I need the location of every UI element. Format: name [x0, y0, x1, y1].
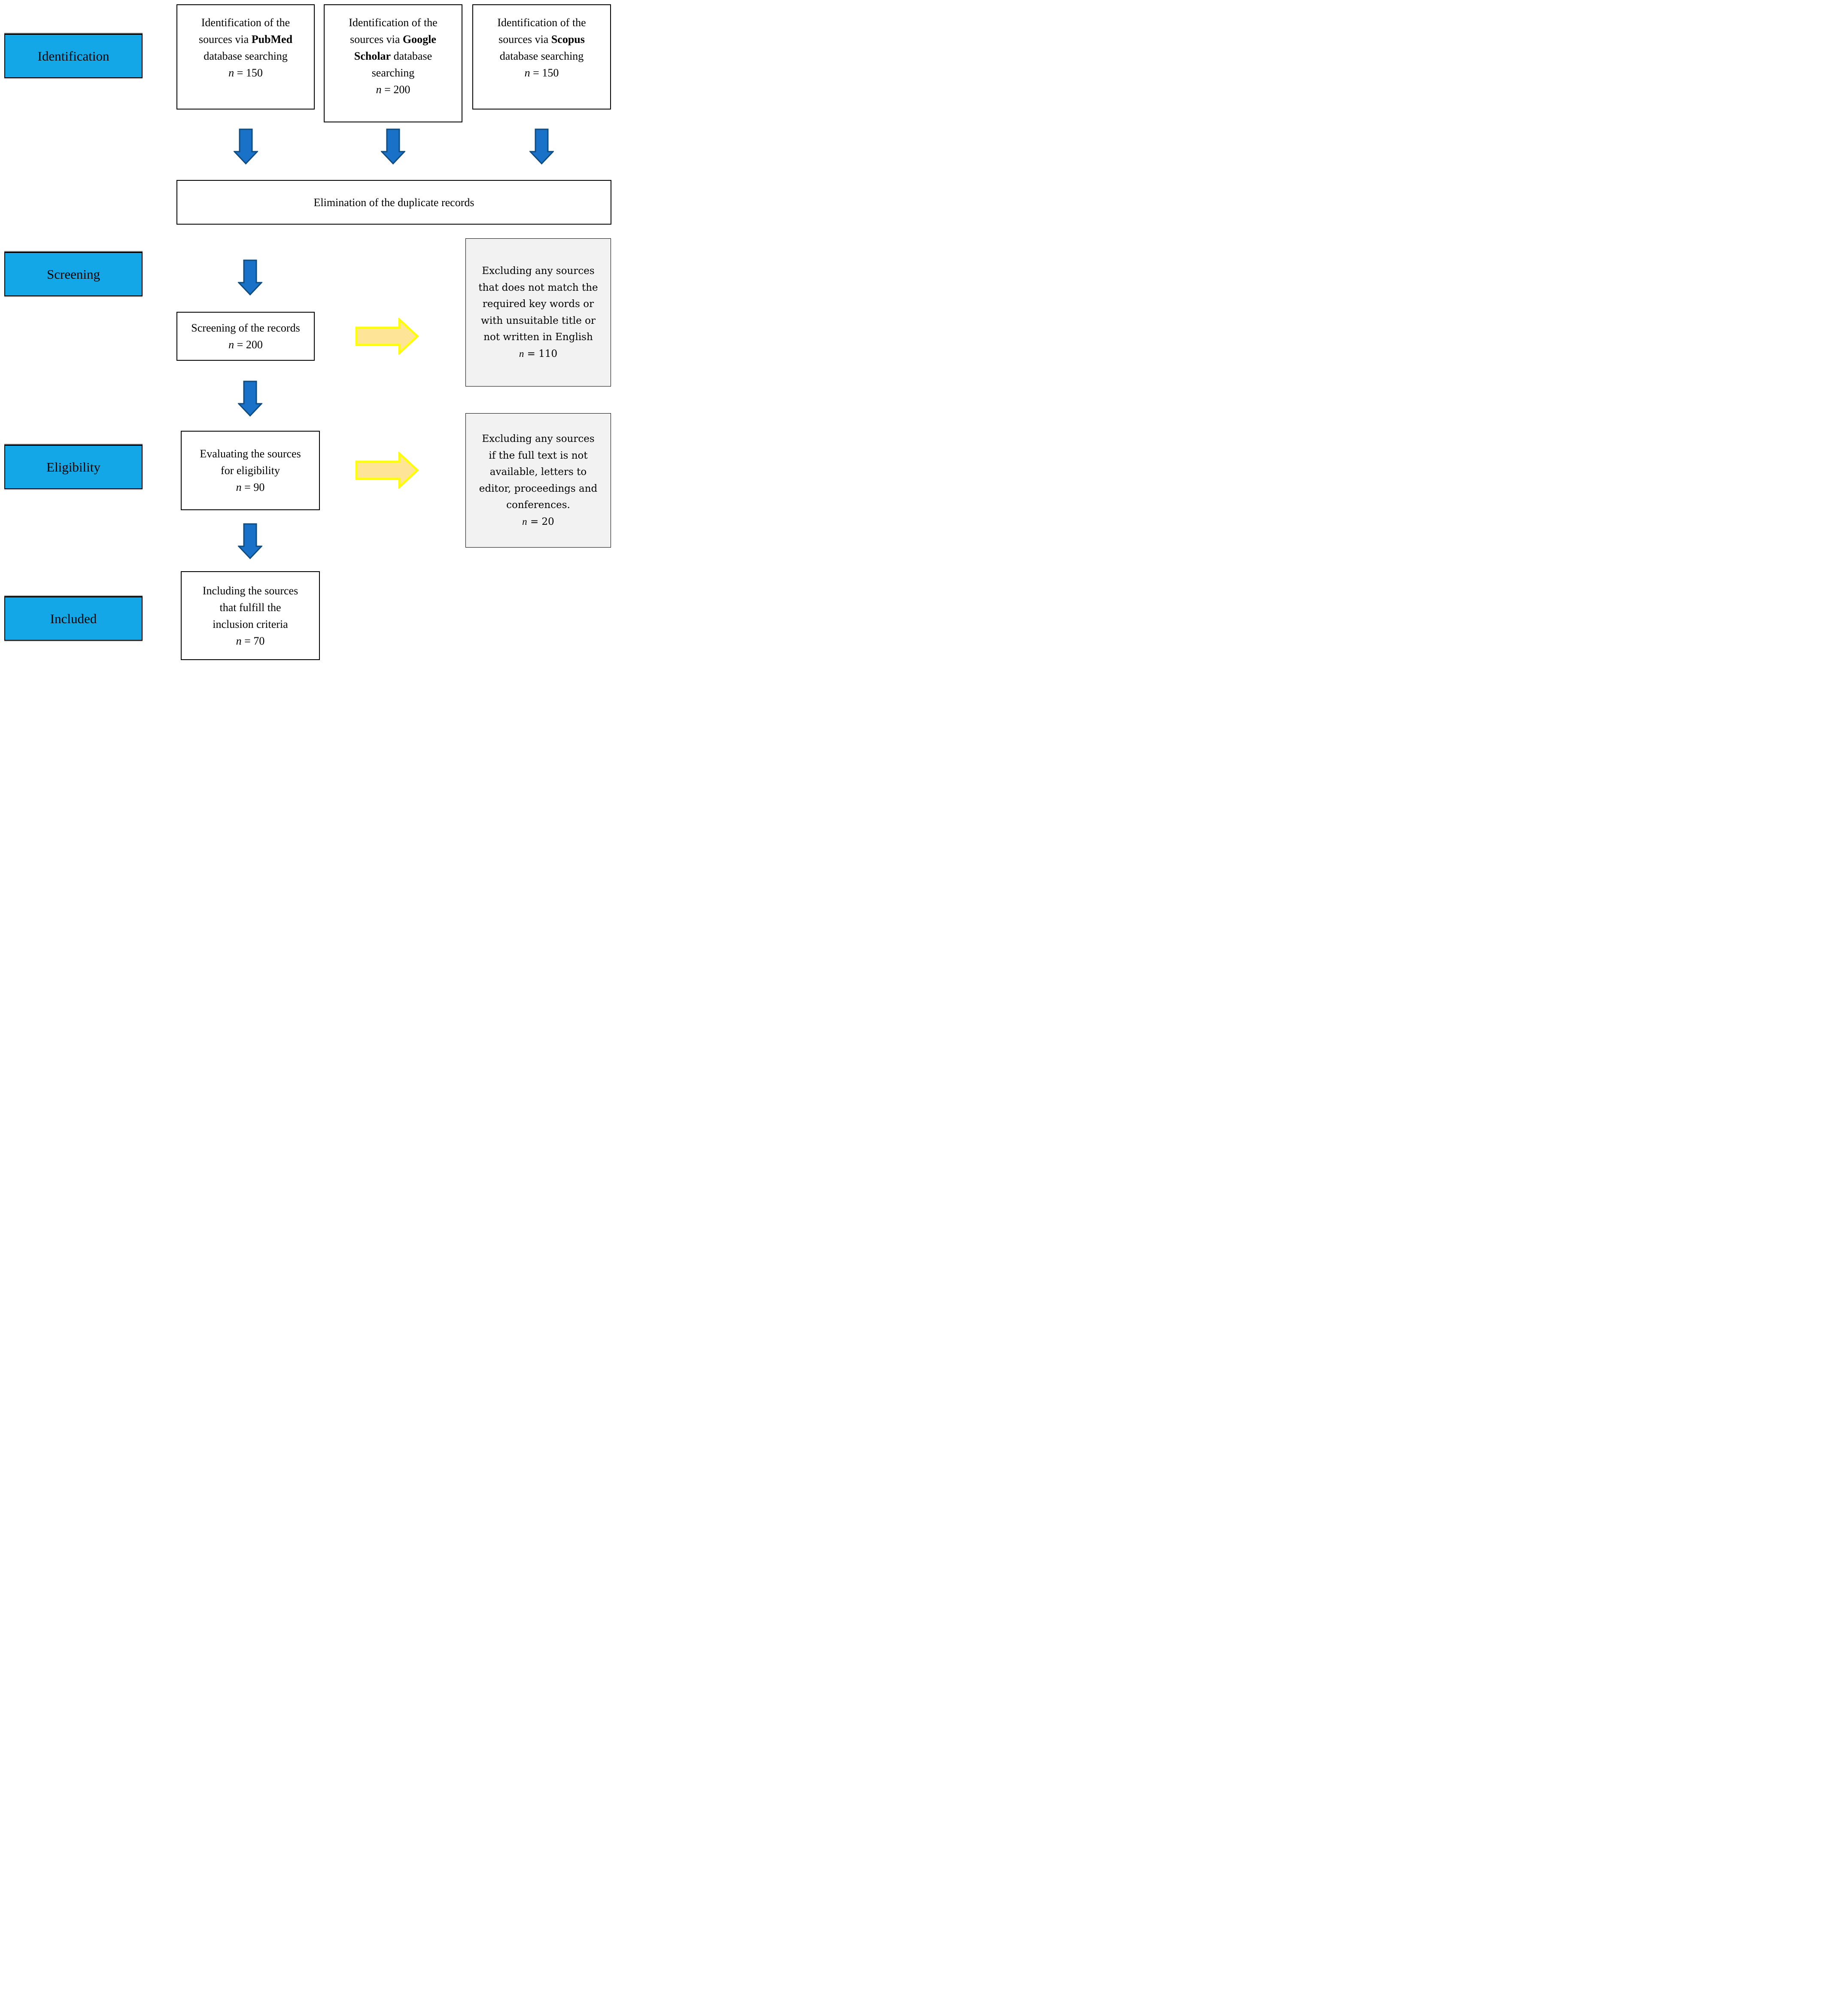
count-line: n = 90 [236, 481, 265, 493]
source-box-text: Identification of the sources via Google… [349, 16, 438, 79]
elimination-box: Elimination of the duplicate records [176, 180, 611, 225]
source-box-google-scholar: Identification of the sources via Google… [324, 4, 462, 122]
stage-label-identification: Identification [4, 33, 143, 78]
stage-label-text: Eligibility [46, 459, 100, 475]
down-arrow-included-icon [238, 523, 262, 559]
exclusion-keywords-box: Excluding any sources that does not matc… [465, 238, 611, 387]
down-arrow-scholar-icon [381, 128, 405, 164]
prisma-flow-diagram: Identification Screening Eligibility Inc… [0, 0, 616, 665]
exclusion-fulltext-text: Excluding any sources if the full text i… [479, 433, 598, 511]
count-line: n = 200 [228, 338, 263, 351]
down-arrow-screening-icon [238, 259, 262, 295]
exclude-arrow-screening-icon [355, 318, 419, 355]
down-arrow-scopus-icon [529, 128, 554, 164]
screening-records-text: Screening of the records [191, 322, 300, 334]
source-box-text: Identification of the sources via PubMed… [198, 16, 293, 62]
down-arrow-eligibility-icon [238, 381, 262, 417]
including-box-text: Including the sources that fulfill the i… [202, 584, 298, 630]
including-box: Including the sources that fulfill the i… [181, 571, 320, 660]
source-box-scopus: Identification of the sources via Scopus… [472, 4, 611, 110]
count-line: n = 150 [524, 67, 559, 79]
source-box-text: Identification of the sources via Scopus… [497, 16, 586, 62]
evaluating-box: Evaluating the sources for eligibility n… [181, 431, 320, 510]
stage-label-text: Identification [37, 48, 109, 64]
exclude-arrow-eligibility-icon [355, 452, 419, 489]
stage-label-screening: Screening [4, 252, 143, 296]
down-arrow-pubmed-icon [234, 128, 258, 164]
count-line: n = 20 [522, 516, 554, 527]
exclusion-keywords-text: Excluding any sources that does not matc… [478, 265, 598, 343]
source-box-pubmed: Identification of the sources via PubMed… [176, 4, 315, 110]
count-line: n = 70 [236, 634, 265, 647]
stage-label-text: Screening [47, 266, 100, 282]
count-line: n = 110 [519, 348, 558, 359]
screening-records-box: Screening of the records n = 200 [176, 312, 315, 361]
evaluating-box-text: Evaluating the sources for eligibility [200, 448, 301, 477]
elimination-box-text: Elimination of the duplicate records [313, 196, 474, 209]
stage-label-text: Included [50, 611, 97, 626]
stage-label-included: Included [4, 596, 143, 641]
count-line: n = 200 [376, 83, 410, 96]
exclusion-fulltext-box: Excluding any sources if the full text i… [465, 413, 611, 548]
stage-label-eligibility: Eligibility [4, 444, 143, 489]
count-line: n = 150 [228, 67, 263, 79]
